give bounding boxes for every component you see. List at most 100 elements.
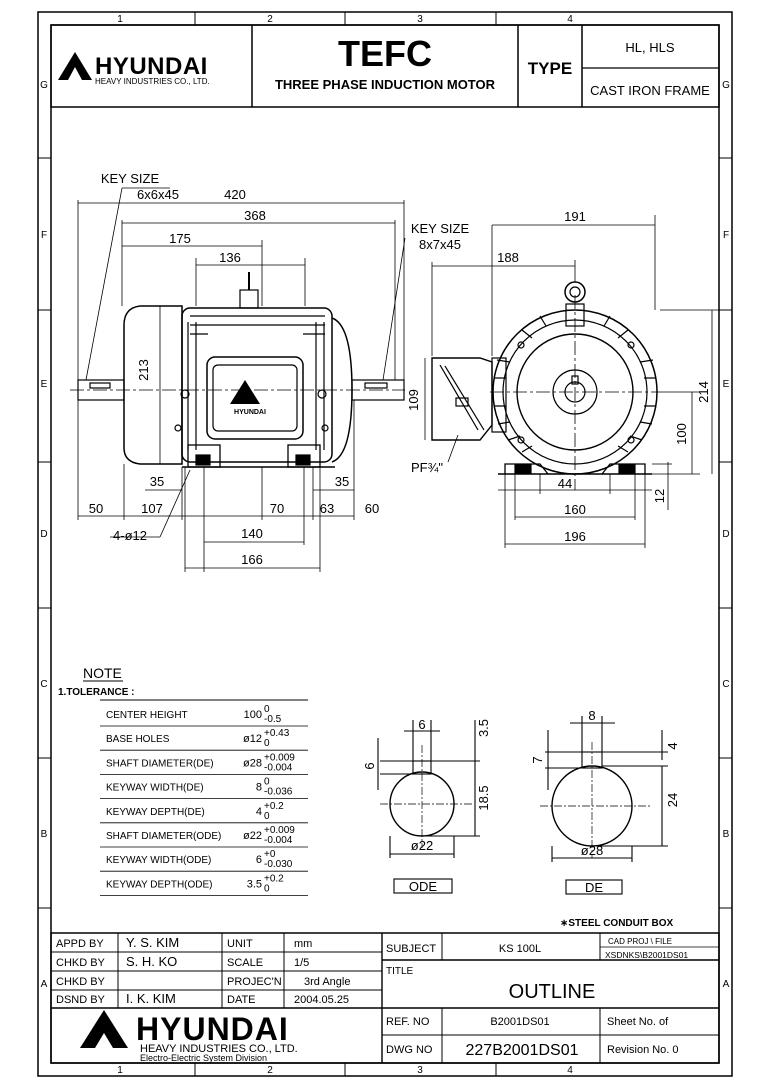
dim-70: 70: [270, 501, 284, 516]
revision-label: Revision No. 0: [607, 1044, 679, 1056]
grid-col-2: 2: [267, 14, 273, 25]
unit-label: UNIT: [227, 938, 253, 950]
dim-214: 214: [696, 381, 711, 403]
subject-value: KS 100L: [499, 943, 541, 955]
dim-213: 213: [136, 359, 151, 381]
dim-188: 188: [497, 250, 519, 265]
hyundai-logo-icon: [58, 52, 92, 80]
shaft-ode-section: [377, 720, 480, 894]
note-row-base: 4: [256, 806, 262, 818]
conduit-note: ∗STEEL CONDUIT BOX: [560, 918, 674, 929]
note-row-upper: +0.2: [264, 801, 284, 812]
note-row-label: KEYWAY DEPTH(ODE): [106, 879, 213, 890]
note-row-upper: +0.43: [264, 728, 290, 739]
note-row-label: SHAFT DIAMETER(ODE): [106, 831, 221, 842]
grid-row-a: A: [41, 979, 48, 990]
subject-label: SUBJECT: [386, 943, 436, 955]
header-company: HYUNDAI: [95, 53, 208, 80]
shaft-ode-dims: 6 3.5 6 18.5 ø22 ODE: [362, 717, 491, 894]
note-row-lower: -0.004: [264, 835, 293, 846]
side-view-dims: KEY SIZE 6x6x45 420 368 175 136 213 KEY …: [89, 171, 470, 567]
motor-side-view: [70, 272, 405, 468]
ref-value: B2001DS01: [490, 1016, 549, 1028]
de-label: DE: [585, 880, 603, 895]
end-view-dimension-lines: [424, 215, 720, 548]
header-type-value: HL, HLS: [625, 40, 674, 55]
note-row-lower: -0.036: [264, 787, 293, 798]
grid-row-d-right: D: [722, 529, 729, 540]
header-product-sub: THREE PHASE INDUCTION MOTOR: [275, 77, 496, 92]
header-product: TEFC: [338, 33, 432, 74]
nameplate-text: HYUNDAI: [234, 409, 266, 416]
ode-d3: 18.5: [476, 785, 491, 810]
sheet-label: Sheet No. of: [607, 1016, 669, 1028]
grid-col-1-bottom: 1: [117, 1065, 123, 1076]
grid-col-4: 4: [567, 14, 573, 25]
pf-label: PF¾": [411, 460, 443, 475]
projection-label: PROJEC'N: [227, 976, 282, 988]
ode-dia: ø22: [411, 838, 433, 853]
title-block-lines: [50, 932, 720, 1064]
date-value: 2004.05.25: [294, 994, 349, 1006]
terminal-box-logo-icon: [230, 380, 260, 404]
dim-420: 420: [224, 187, 246, 202]
dim-35-right: 35: [335, 474, 349, 489]
grid-row-e-right: E: [723, 379, 730, 390]
grid-row-f: F: [41, 230, 47, 241]
dim-44: 44: [558, 476, 572, 491]
dim-191: 191: [564, 209, 586, 224]
note-row-upper: 0: [264, 704, 270, 715]
note-row-lower: -0.5: [264, 714, 282, 725]
ode-w: 6: [418, 717, 425, 732]
note-row-upper: 0: [264, 777, 270, 788]
date-label: DATE: [227, 994, 256, 1006]
note-row-upper: +0.009: [264, 825, 295, 836]
key-size-nde-label: KEY SIZE: [411, 221, 470, 236]
motor-end-view: [431, 281, 665, 490]
grid-col-1: 1: [117, 14, 123, 25]
title-label: TITLE: [386, 966, 414, 977]
note-row-lower: -0.004: [264, 762, 293, 773]
cad-value: XSDNKS\B2001DS01: [605, 950, 688, 960]
cad-label: CAD PROJ \ FILE: [608, 937, 672, 946]
key-size-de: 6x6x45: [137, 187, 179, 202]
title-block-logo-sub1: HEAVY INDUSTRIES CO., LTD.: [140, 1043, 298, 1055]
de-d3: 24: [665, 793, 680, 807]
note-tolerance: 1.TOLERANCE :: [58, 687, 135, 698]
dim-12: 12: [652, 489, 667, 503]
side-view-dimension-lines: [77, 187, 406, 572]
grid-row-g-right: G: [722, 80, 730, 91]
dim-368: 368: [244, 208, 266, 223]
note-row-lower: 0: [264, 811, 270, 822]
ref-label: REF. NO: [386, 1016, 430, 1028]
note-row-label: KEYWAY WIDTH(DE): [106, 783, 204, 794]
outer-frame: [37, 11, 733, 1077]
note-row-base: 3.5: [247, 878, 262, 890]
header: HYUNDAI HEAVY INDUSTRIES CO., LTD. TEFC …: [50, 24, 720, 108]
key-size-nde: 8x7x45: [419, 237, 461, 252]
note-row-label: KEYWAY WIDTH(ODE): [106, 855, 211, 866]
grid-row-g: G: [40, 80, 48, 91]
note-title: NOTE: [83, 665, 122, 681]
appd-value: Y. S. KIM: [126, 935, 179, 950]
grid-row-b: B: [41, 829, 48, 840]
dim-100: 100: [674, 423, 689, 445]
grid-col-2-bottom: 2: [267, 1065, 273, 1076]
dim-136: 136: [219, 250, 241, 265]
key-size-de-label: KEY SIZE: [101, 171, 160, 186]
note-row-base: 8: [256, 782, 262, 794]
grid-ticks: [38, 12, 732, 1076]
note-row-base: 6: [256, 854, 262, 866]
note-row-label: SHAFT DIAMETER(DE): [106, 758, 214, 769]
note-row-base: ø22: [243, 830, 262, 842]
note-row-lower: 0: [264, 738, 270, 749]
ode-d2: 6: [362, 762, 377, 769]
projection-value: 3rd Angle: [304, 976, 350, 988]
dsnd-value: I. K. KIM: [126, 991, 176, 1006]
dim-60: 60: [365, 501, 379, 516]
dwg-label: DWG NO: [386, 1044, 433, 1056]
header-frame: CAST IRON FRAME: [590, 83, 710, 98]
dim-107: 107: [141, 501, 163, 516]
